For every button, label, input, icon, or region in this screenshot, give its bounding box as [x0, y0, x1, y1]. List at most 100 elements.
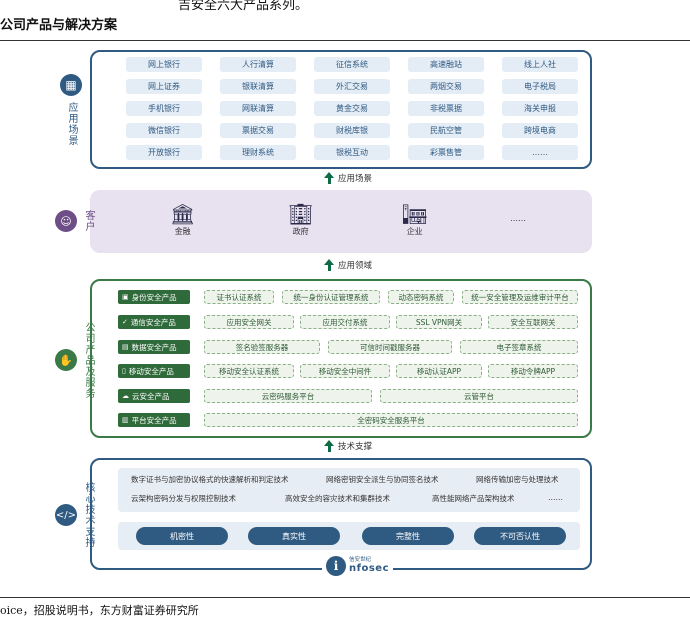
scene-item: 网上银行	[126, 57, 202, 72]
tech-item: 高效安全的容灾技术和集群技术	[285, 494, 390, 503]
product-item: 移动安全认证系统	[204, 364, 294, 378]
product-tag: ▥平台安全产品	[118, 413, 190, 427]
product-item: SSL VPN网关	[396, 315, 482, 329]
scene-item: 理财系统	[220, 145, 296, 160]
scene-item: 两烟交易	[408, 79, 484, 94]
customers-title: 客户	[83, 210, 94, 232]
tech-item: 数字证书与加密协议格式的快速解析和判定技术	[131, 475, 289, 484]
customer-label: 企业	[406, 227, 423, 236]
arrow-label-tech: 技术支撑	[338, 442, 373, 452]
product-item: 移动令牌APP	[488, 364, 578, 378]
scene-item: 电子税局	[502, 79, 578, 94]
tech-item: 网络传输加密与处理技术	[476, 475, 559, 484]
tech-item: 高性能网络产品架构技术	[432, 494, 515, 503]
product-icon: ▯	[122, 367, 126, 375]
service-hand-icon: ✋	[55, 349, 77, 371]
tech-item: 云架构密码分发与权限控制技术	[131, 494, 236, 503]
product-tag-label: 平台安全产品	[131, 415, 177, 425]
application-scenes-label: ▦ 应用场景	[52, 55, 90, 165]
arrow-application-fields: 应用领域	[324, 259, 372, 271]
scene-item: 网联清算	[220, 101, 296, 116]
product-tag-label: 通信安全产品	[130, 317, 176, 327]
scene-item: 非税票据	[408, 101, 484, 116]
product-tag: ☁云安全产品	[118, 389, 190, 403]
scene-item: 线上人社	[502, 57, 578, 72]
product-item: 应用安全网关	[204, 315, 294, 329]
scene-item: 票据交易	[220, 123, 296, 138]
arrow-label-fields: 应用领域	[338, 261, 373, 271]
top-text: 吉安全六大产品系列。	[178, 0, 309, 13]
product-icon: ▣	[122, 293, 129, 301]
scene-item: 黄金交易	[314, 101, 390, 116]
source-note: oice，招股说明书，东方财富证券研究所	[0, 604, 199, 617]
scene-item: 高速融站	[408, 57, 484, 72]
product-item: 安全互联网关	[488, 315, 578, 329]
infosec-logo: i 信安世纪 nfosec	[322, 556, 394, 576]
tech-item: 网络密钥安全派生与协同签名技术	[326, 475, 439, 484]
customer-label: 政府	[292, 227, 309, 236]
property-non-repudiation: 不可否认性	[474, 527, 566, 545]
core-technology-label: </> 核心技术支持	[52, 470, 96, 560]
product-item: 全密码安全服务平台	[204, 413, 578, 427]
scene-item: 财税库银	[314, 123, 390, 138]
product-tag: ▣身份安全产品	[118, 290, 190, 304]
product-item: 证书认证系统	[204, 290, 274, 304]
logo-divider-right	[390, 568, 580, 569]
customers-panel	[90, 190, 592, 253]
scene-item: 外汇交易	[314, 79, 390, 94]
top-rule	[0, 40, 690, 41]
product-row-platform: ▥平台安全产品	[118, 413, 190, 427]
product-item: 可信时间戳服务器	[328, 340, 452, 354]
products-panel	[90, 279, 592, 438]
scene-grid: 网上银行人行清算征信系统高速融站线上人社网上证券银联清算外汇交易两烟交易电子税局…	[126, 57, 580, 165]
people-icon: ☺	[55, 210, 77, 232]
logo-mark: i	[326, 556, 346, 576]
scene-item: 人行清算	[220, 57, 296, 72]
scene-item: 征信系统	[314, 57, 390, 72]
arrow-application-scenes: 应用场景	[324, 172, 372, 184]
customer-finance: 🏛︎ 金融	[170, 204, 195, 237]
product-icon: ▤	[122, 343, 129, 351]
product-row-cloud: ☁云安全产品	[118, 389, 190, 403]
product-row-mobile: ▯移动安全产品	[118, 364, 190, 378]
property-integrity: 完整性	[362, 527, 454, 545]
property-authenticity: 真实性	[248, 527, 340, 545]
property-confidentiality: 机密性	[136, 527, 228, 545]
product-row-communication: ✓通信安全产品	[118, 315, 190, 329]
customer-more: ……	[510, 214, 526, 223]
logo-cn: 信安世纪	[349, 557, 372, 564]
product-tag: ▯移动安全产品	[118, 364, 190, 378]
scene-item: 开放银行	[126, 145, 202, 160]
product-item: 移动安全中间件	[300, 364, 390, 378]
bottom-rule	[0, 597, 690, 598]
section-title: 公司产品与解决方案	[0, 18, 118, 33]
arrow-label-scenes: 应用场景	[338, 174, 373, 184]
product-item: 电子签章系统	[460, 340, 578, 354]
product-tag: ▤数据安全产品	[118, 340, 190, 354]
scene-item: ……	[502, 145, 578, 160]
product-tag-label: 移动安全产品	[128, 366, 174, 376]
product-item: 动态密码系统	[388, 290, 454, 304]
products-label: ✋ 公司产品及服务	[52, 300, 96, 420]
core-technology-title: 核心技术支持	[83, 482, 94, 548]
tech-item: ……	[548, 493, 563, 502]
product-tag-label: 身份安全产品	[131, 292, 177, 302]
building-icon: 🏣︎	[402, 202, 428, 226]
scene-item: 银联清算	[220, 79, 296, 94]
customers-label: ☺ 客户	[52, 200, 96, 242]
application-scenes-title: 应用场景	[66, 102, 77, 146]
product-item: 统一身份认证管理系统	[282, 290, 380, 304]
scene-item: 彩票售管	[408, 145, 484, 160]
customer-label: ……	[510, 214, 526, 223]
customer-enterprise: 🏣︎ 企业	[402, 204, 427, 237]
product-item: 签名验签服务器	[204, 340, 320, 354]
grid-icon: ▦	[60, 74, 82, 96]
arrow-tech-support: 技术支撑	[324, 440, 372, 452]
product-row-data: ▤数据安全产品	[118, 340, 190, 354]
product-item: 云管平台	[380, 389, 578, 403]
government-icon: 🏢︎	[288, 202, 314, 226]
product-icon: ✓	[122, 318, 128, 326]
scene-item: 跨境电商	[502, 123, 578, 138]
scene-item: 银税互动	[314, 145, 390, 160]
scene-item: 民航空管	[408, 123, 484, 138]
